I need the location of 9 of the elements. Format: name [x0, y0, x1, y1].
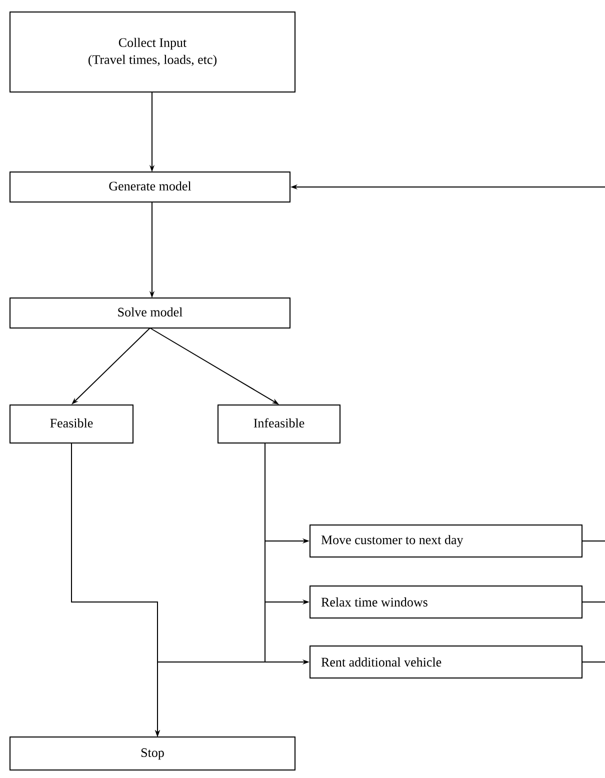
- process-box: Solve model: [10, 298, 290, 328]
- process-box: Rent additional vehicle: [310, 646, 582, 678]
- process-box: Stop: [10, 736, 296, 770]
- process-box: Generate model: [10, 172, 290, 202]
- process-box: Relax time windows: [310, 586, 582, 618]
- process-box: Feasible: [10, 404, 134, 444]
- process-box: Collect Input (Travel times, loads, etc): [10, 12, 296, 92]
- process-box: Move customer to next day: [310, 524, 582, 558]
- process-box: Infeasible: [218, 404, 340, 444]
